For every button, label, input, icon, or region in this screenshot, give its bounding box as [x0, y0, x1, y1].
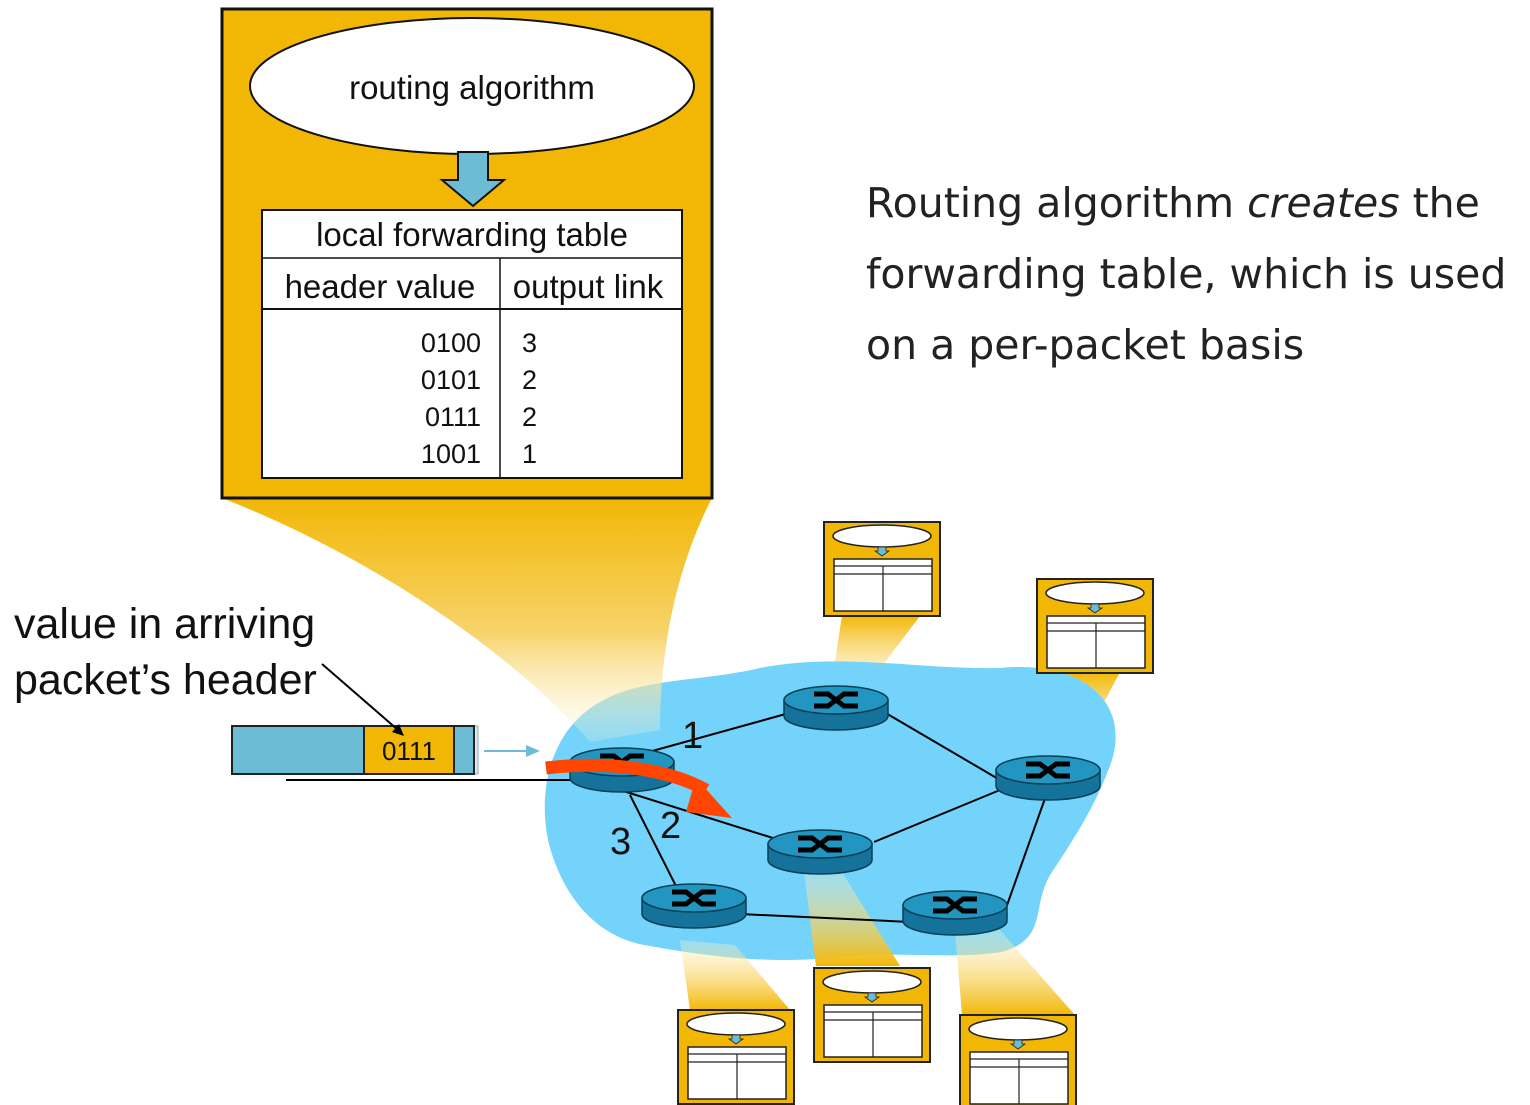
forwarding-arrow — [545, 758, 710, 796]
label-pointer — [321, 663, 399, 731]
table-row-header-value: 0111 — [425, 402, 481, 432]
mini-table-top — [823, 521, 941, 617]
main-beam — [222, 498, 712, 742]
routing-algorithm-label: routing algorithm — [349, 69, 595, 106]
packet-header-value: 0111 — [382, 736, 436, 766]
link-label-1: 1 — [682, 715, 703, 757]
arriving-packet: 0111 — [231, 725, 479, 775]
packet-label-line2: packet’s header — [14, 656, 317, 704]
mini-table-right — [1036, 578, 1154, 674]
caption-text: Routing algorithm creates the forwarding… — [866, 179, 1507, 369]
packet-label-line1: value in arriving — [14, 600, 316, 648]
link-label-2: 2 — [660, 805, 681, 847]
col-header-value: header value — [285, 268, 476, 305]
packet-label: value in arriving packet’s header — [14, 596, 317, 708]
table-row-header-value: 1001 — [421, 439, 481, 469]
table-row-header-value: 0101 — [421, 365, 481, 395]
router-right — [996, 756, 1100, 800]
table-row-output-link: 2 — [522, 402, 537, 432]
forwarding-arrowhead — [686, 778, 732, 818]
main-router-detail: routing algorithm local forwarding table… — [220, 7, 714, 500]
router-bottom-right — [903, 891, 1007, 935]
link-label-3: 3 — [610, 821, 631, 863]
packet-header-field — [363, 725, 455, 775]
table-row-output-link: 2 — [522, 365, 537, 395]
table-row-output-link: 1 — [522, 439, 537, 469]
col-output-link: output link — [513, 268, 664, 305]
router-top — [784, 686, 888, 730]
table-row-output-link: 3 — [522, 328, 537, 358]
forwarding-table — [261, 209, 683, 479]
mini-table-bottom-right — [959, 1014, 1077, 1105]
router-center — [768, 830, 872, 874]
beam-router-br — [955, 930, 1075, 1015]
down-arrow-icon — [439, 151, 507, 208]
beam-router-bl — [680, 940, 790, 1010]
mini-table-bottom-center — [813, 967, 931, 1063]
router-bottom-left — [642, 884, 746, 928]
forwarding-table-title: local forwarding table — [316, 216, 628, 253]
table-row-header-value: 0100 — [421, 328, 481, 358]
packet-direction-arrowhead — [526, 745, 540, 757]
mini-table-bottom-left — [677, 1009, 795, 1105]
